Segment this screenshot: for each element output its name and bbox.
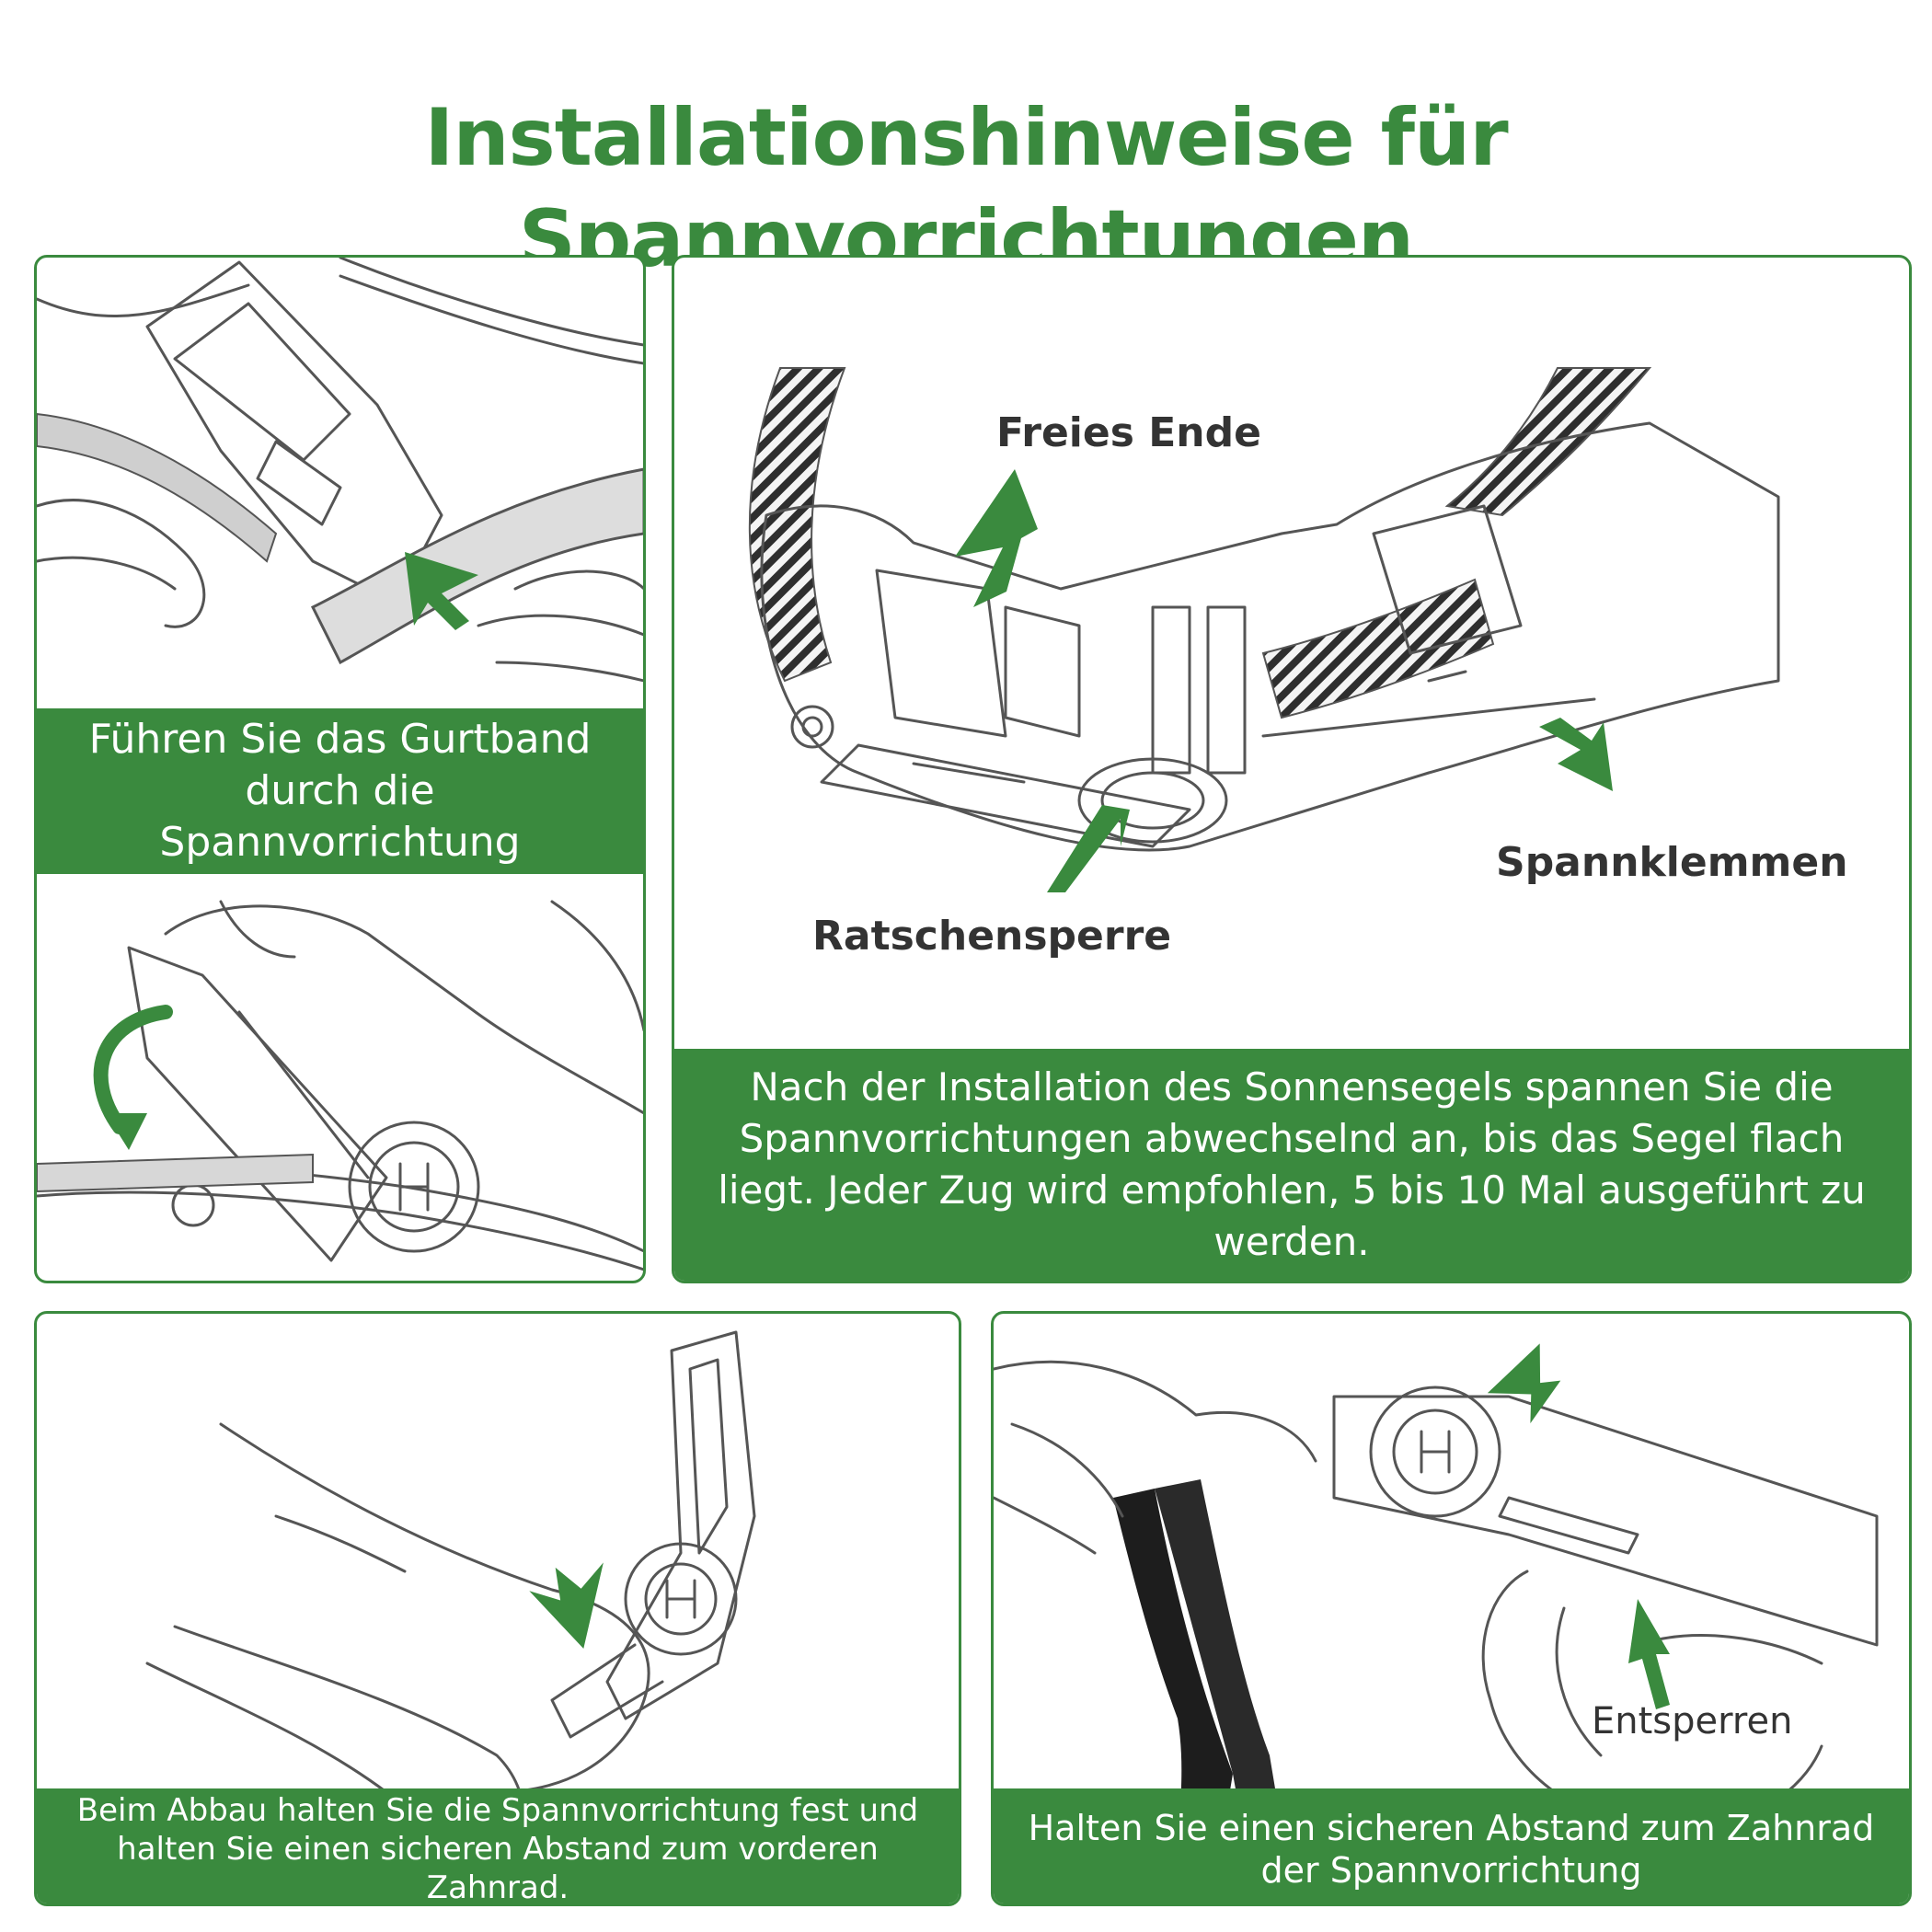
illustration-ratchet [748, 367, 1780, 892]
label-free-end: Freies Ende [996, 409, 1261, 456]
caption-threading: Führen Sie das Gurtband durch die Spannv… [37, 708, 643, 874]
panel-removal: Beim Abbau halten Sie die Spannvorrichtu… [34, 1311, 961, 1906]
label-clamps: Spannklemmen [1496, 839, 1848, 886]
label-ratchet-lock: Ratschensperre [812, 913, 1172, 960]
page-title: Installationshinweise für Spannvorrichtu… [424, 92, 1508, 285]
caption-removal: Beim Abbau halten Sie die Spannvorrichtu… [37, 1788, 959, 1903]
panel-ratchet-parts: Freies Ende Ratschensperre Spannklemmen … [672, 255, 1912, 1283]
label-unlock: Entsperren [1592, 1700, 1793, 1742]
illustration-removal [145, 1330, 756, 1903]
illustration-threading [37, 258, 643, 1271]
caption-unlock: Halten Sie einen sicheren Abstand zum Za… [994, 1788, 1909, 1903]
caption-tensioning: Nach der Installation des Sonnensegels s… [674, 1049, 1909, 1281]
panel-unlock: Entsperren Halten Sie einen sicheren Abs… [991, 1311, 1912, 1906]
panel-step-threading: Führen Sie das Gurtband durch die Spannv… [34, 255, 646, 1283]
